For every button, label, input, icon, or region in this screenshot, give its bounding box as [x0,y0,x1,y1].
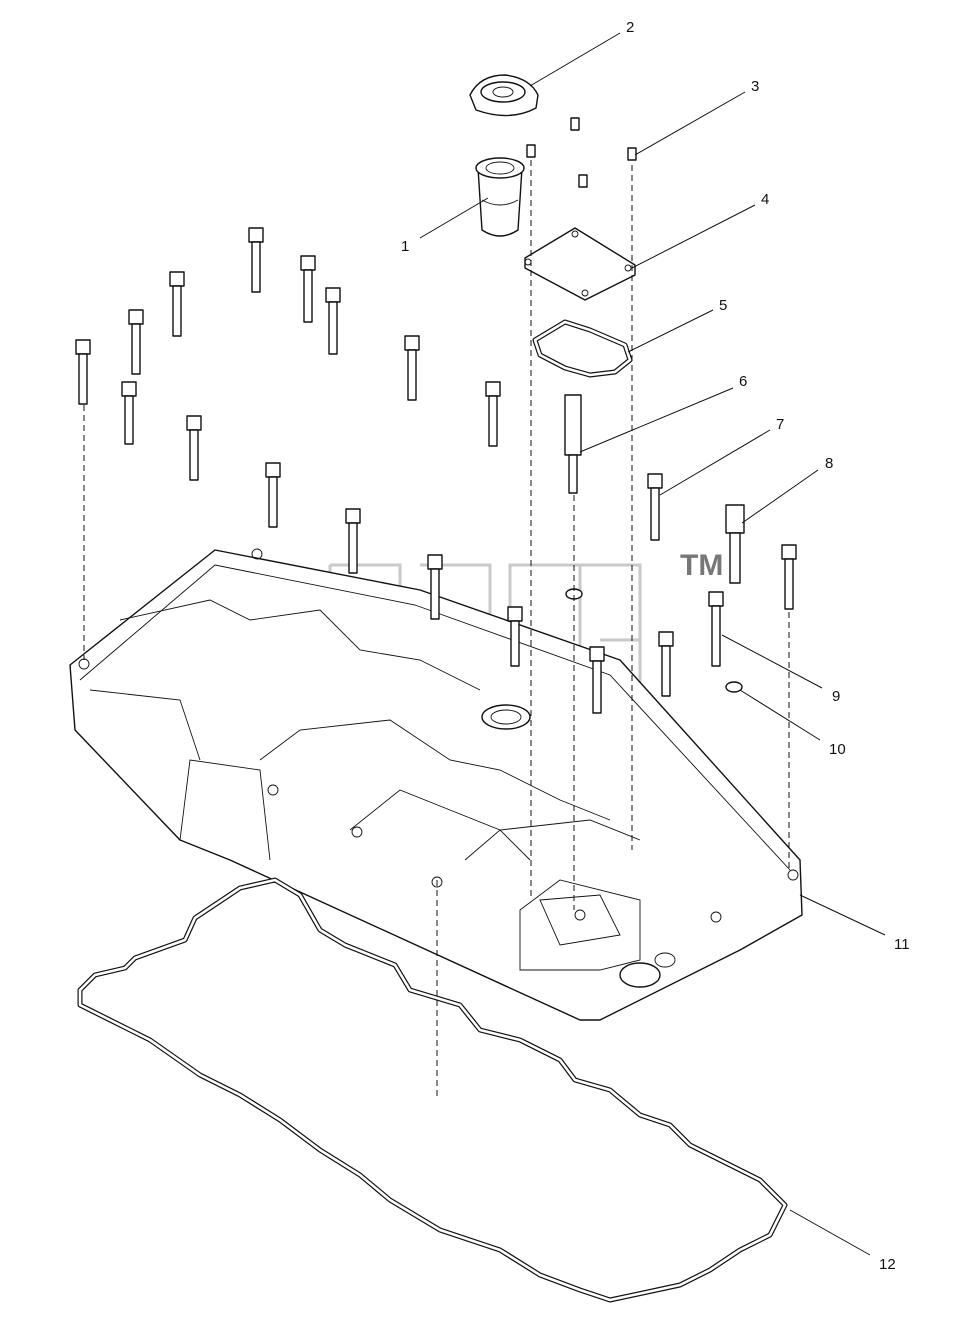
callout-12: 12 [879,1256,896,1273]
bolt [427,554,443,620]
callout-2: 2 [626,19,634,36]
bolt [169,271,185,337]
cover-plate [524,227,636,301]
callout-3: 3 [751,78,759,95]
callout-1: 1 [401,238,409,255]
bolt [265,462,281,528]
bolt [708,591,724,667]
plate-gasket [532,319,633,378]
trademark-text: TM [680,549,723,582]
callout-10: 10 [829,741,846,758]
valve-cover [69,548,803,1021]
bolt [345,508,361,574]
oil-filler-cap [469,74,539,117]
bolt [647,473,663,541]
bolt [589,646,605,714]
washers [565,588,743,693]
bolt [658,631,674,697]
callout-7: 7 [776,416,784,433]
bolt [781,544,797,610]
assembly-center-lines [83,160,790,1100]
bolt [248,227,264,293]
spacer-sleeve [564,394,582,494]
callout-4: 4 [761,191,769,208]
callout-9: 9 [832,688,840,705]
valve-cover-gasket [77,877,788,1303]
callout-6: 6 [739,373,747,390]
bolt [300,255,316,323]
bolts [75,227,797,714]
bolt [128,309,144,375]
small-screws [526,117,637,188]
callout-11: 11 [894,936,910,953]
bolt [325,287,341,355]
leader-lines [419,32,886,1256]
spacer [725,504,745,584]
callout-labels: 1 2 3 4 5 6 7 8 9 10 11 12 [401,19,910,1273]
bolt [404,335,420,401]
callout-5: 5 [719,297,727,314]
bolt [186,415,202,481]
bolt [121,381,137,445]
bolt [75,339,91,405]
bolt [507,606,523,667]
bolt [485,381,501,447]
callout-8: 8 [825,455,833,472]
filler-neck [475,157,525,237]
